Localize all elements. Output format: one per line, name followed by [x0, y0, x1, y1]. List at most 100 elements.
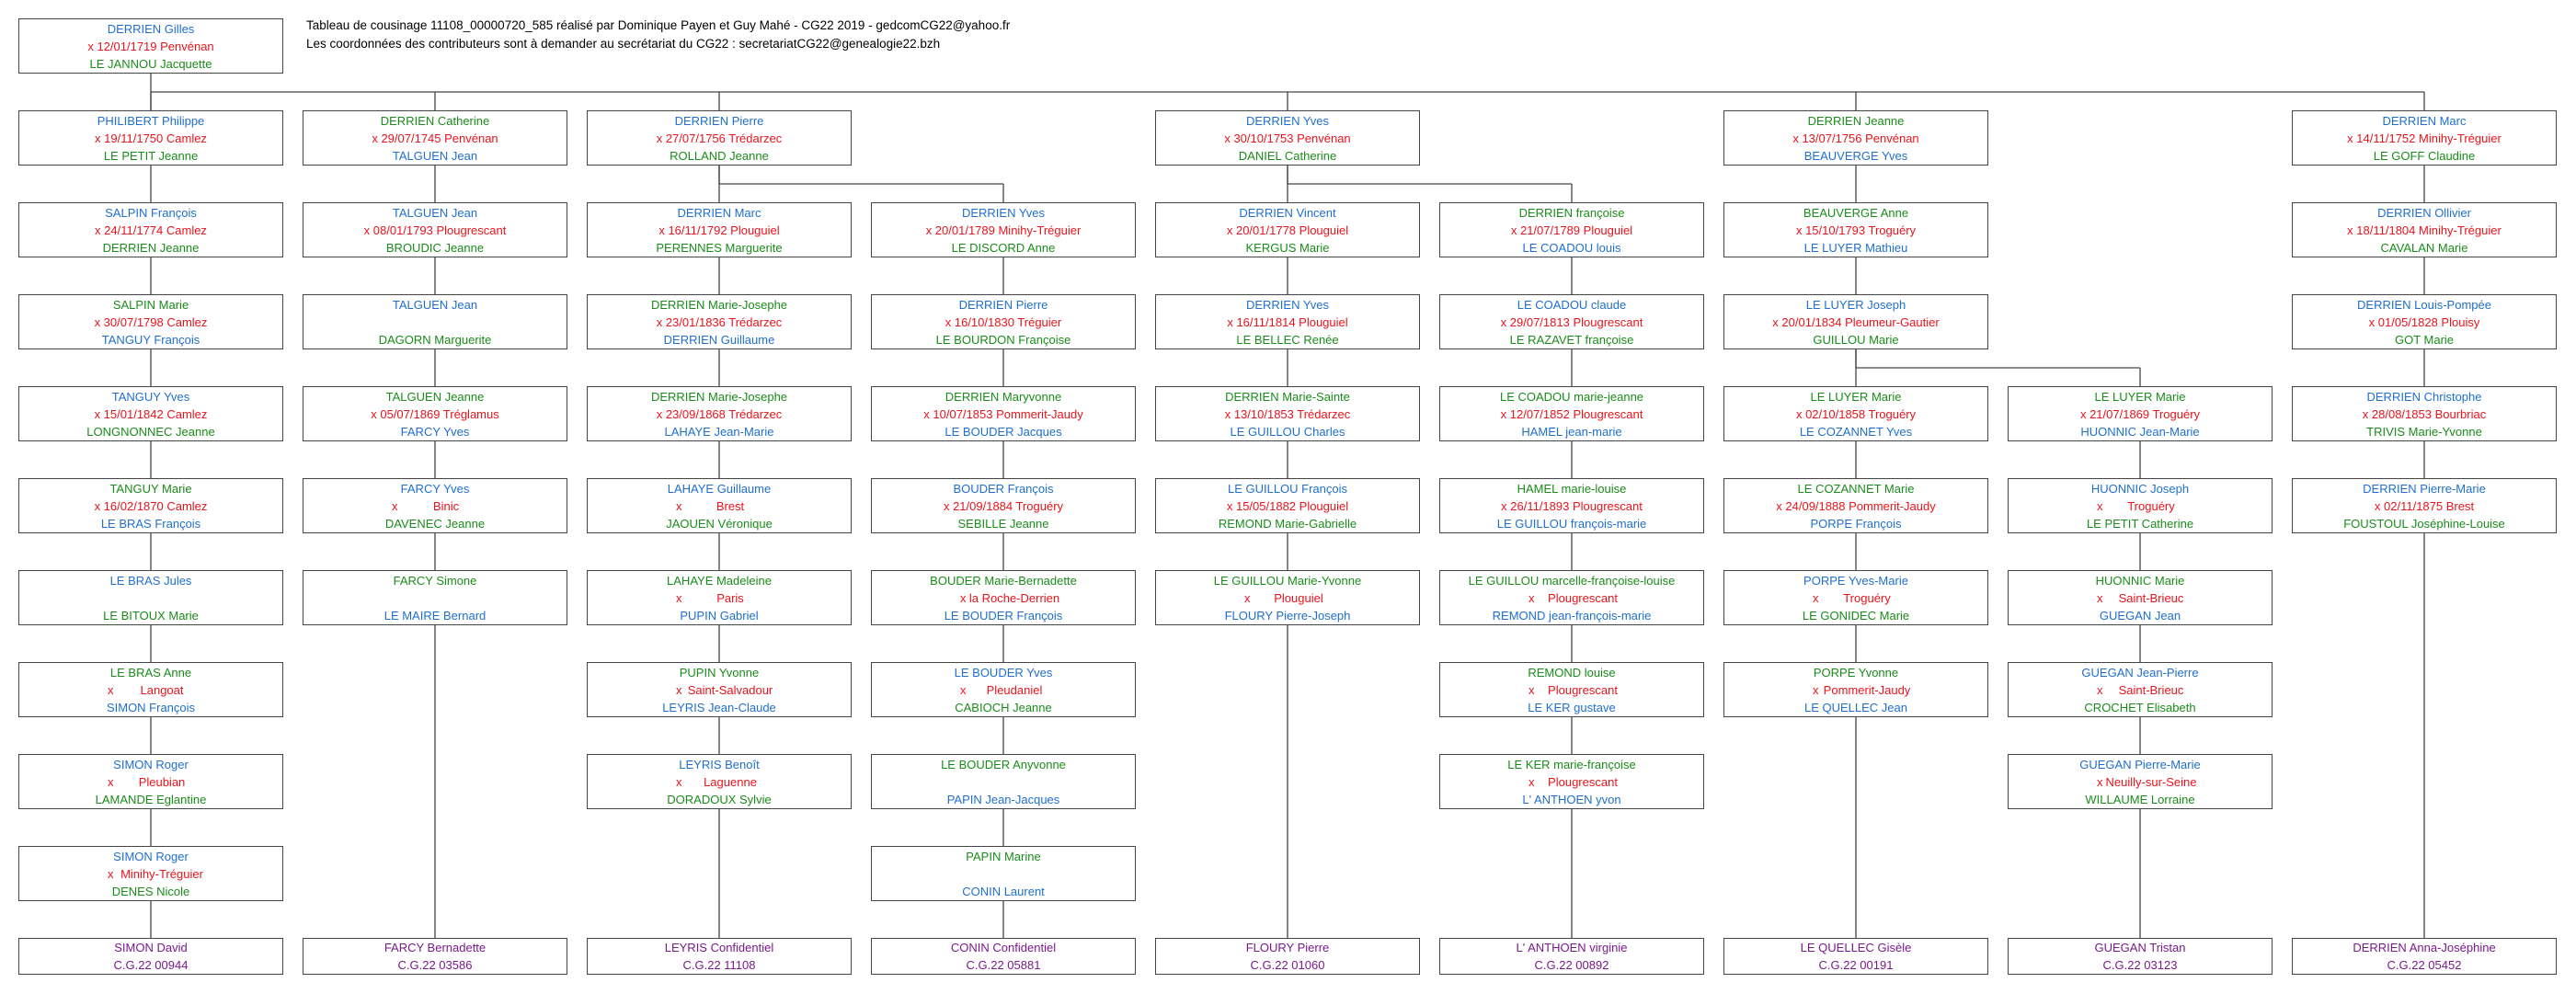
spouse-name: LE BRAS François	[100, 517, 201, 531]
marriage-mark: x	[1528, 591, 1535, 605]
marriage-line: x 30/10/1753 Penvénan	[1224, 131, 1351, 145]
person-name: DERRIEN Marc	[677, 206, 761, 220]
marriage-mark: x	[960, 591, 967, 605]
marriage-place: Paris	[716, 591, 744, 605]
marriage-line: x 23/09/1868 Trédarzec	[656, 407, 783, 421]
spouse-name: DERRIEN Guillaume	[663, 333, 775, 347]
marriage-place: Pleudaniel	[986, 683, 1043, 697]
spouse-name: DAVENEC Jeanne	[384, 517, 486, 531]
marriage-line: x 23/01/1836 Trédarzec	[656, 315, 783, 329]
person-name: DERRIEN Ollivier	[2377, 206, 2471, 220]
descendant-name: CONIN Confidentiel	[950, 941, 1057, 954]
marriage-line: x 21/07/1789 Plouguiel	[1510, 223, 1633, 237]
person-name: BOUDER Marie-Bernadette	[930, 574, 1077, 588]
spouse-name: LE GONIDEC Marie	[1802, 609, 1910, 623]
spouse-name: REMOND jean-françois-marie	[1492, 609, 1652, 623]
marriage-mark: x	[1813, 683, 1819, 697]
header-contact: Les coordonnées des contributeurs sont à…	[306, 37, 941, 51]
marriage-line: x 02/11/1875 Brest	[2374, 499, 2475, 513]
marriage-place: Plougrescant	[1548, 775, 1618, 789]
person-name: TALGUEN Jeanne	[385, 390, 485, 404]
person-name: TANGUY Yves	[111, 390, 190, 404]
marriage-mark: x	[1528, 683, 1535, 697]
person-name: DERRIEN Catherine	[380, 114, 490, 128]
spouse-name: LE RAZAVET françoise	[1509, 333, 1634, 347]
spouse-name: CAVALAN Marie	[2380, 241, 2468, 255]
marriage-place: Plouguiel	[1274, 591, 1323, 605]
spouse-name: LE GOFF Claudine	[2373, 149, 2476, 163]
marriage-line: x 18/11/1804 Minihy-Tréguier	[2347, 223, 2502, 237]
spouse-name: DENES Nicole	[111, 885, 190, 898]
marriage-line: x 02/10/1858 Troguéry	[1795, 407, 1917, 421]
marriage-line: x 15/10/1793 Troguéry	[1795, 223, 1917, 237]
marriage-line: x 24/09/1888 Pommerit-Jaudy	[1776, 499, 1936, 513]
spouse-name: ROLLAND Jeanne	[670, 149, 769, 163]
spouse-name: BEAUVERGE Yves	[1803, 149, 1908, 163]
spouse-name: DORADOUX Sylvie	[667, 793, 772, 806]
marriage-line: x 05/07/1869 Tréglamus	[371, 407, 499, 421]
spouse-name: LE MAIRE Bernard	[384, 609, 487, 623]
spouse-name: LE GUILLOU françois-marie	[1496, 517, 1647, 531]
descendant-name: FLOURY Pierre	[1245, 941, 1330, 954]
spouse-name: GUEGAN Jean	[2099, 609, 2181, 623]
marriage-place: Minihy-Tréguier	[120, 867, 203, 881]
marriage-mark: x	[2097, 775, 2103, 789]
marriage-place: Saint-Brieuc	[2118, 683, 2184, 697]
marriage-mark: x	[960, 683, 967, 697]
spouse-name: LE JANNOU Jacquette	[89, 57, 212, 71]
member-code: C.G.22 11108	[682, 958, 756, 972]
marriage-line: x 16/11/1792 Plouguiel	[658, 223, 780, 237]
marriage-line: x 20/01/1789 Minihy-Tréguier	[925, 223, 1082, 237]
marriage-mark: x	[1528, 775, 1535, 789]
descendant-name: FARCY Bernadette	[384, 941, 487, 954]
person-name: PUPIN Yvonne	[679, 666, 760, 680]
marriage-place: Troguéry	[2127, 499, 2175, 513]
marriage-place: Pommerit-Jaudy	[1823, 683, 1911, 697]
person-name: DERRIEN Yves	[1245, 298, 1330, 312]
marriage-line: x 15/01/1842 Camlez	[94, 407, 208, 421]
person-name: BEAUVERGE Anne	[1803, 206, 1909, 220]
marriage-mark: x	[392, 499, 398, 513]
descendant-name: LE QUELLEC Gisèle	[1800, 941, 1912, 954]
person-name: DERRIEN Marie-Josephe	[650, 298, 788, 312]
spouse-name: LE BOUDER François	[944, 609, 1063, 623]
person-name: LE COADOU claude	[1517, 298, 1627, 312]
person-name: LEYRIS Benoît	[679, 758, 760, 771]
marriage-line: x 21/09/1884 Troguéry	[943, 499, 1064, 513]
spouse-name: CABIOCH Jeanne	[955, 701, 1052, 714]
spouse-name: REMOND Marie-Gabrielle	[1218, 517, 1357, 531]
marriage-place: la Roche-Derrien	[968, 591, 1060, 605]
marriage-mark: x	[676, 683, 682, 697]
person-name: SALPIN Marie	[112, 298, 189, 312]
marriage-line: x 14/11/1752 Minihy-Tréguier	[2347, 131, 2502, 145]
member-code: C.G.22 05452	[2387, 958, 2462, 972]
marriage-line: x 10/07/1853 Pommerit-Jaudy	[923, 407, 1083, 421]
member-code: C.G.22 00944	[113, 958, 189, 972]
spouse-name: SEBILLE Jeanne	[957, 517, 1049, 531]
person-name: LAHAYE Guillaume	[667, 482, 772, 496]
member-code: C.G.22 00191	[1818, 958, 1894, 972]
